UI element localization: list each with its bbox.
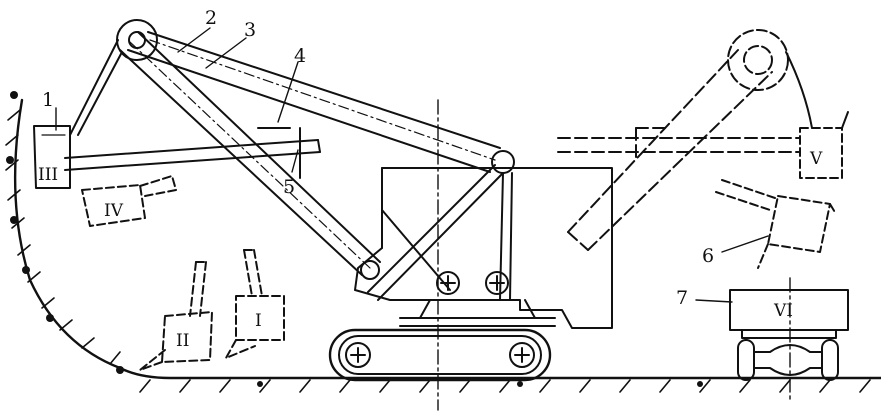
dipper-handle	[119, 31, 381, 276]
position-I: I	[255, 311, 262, 331]
a-frame	[367, 164, 513, 301]
ground-profile	[5, 91, 881, 393]
callout-leaders	[55, 27, 299, 173]
boom-dump-position	[567, 49, 773, 251]
hoist-rope-2	[77, 51, 123, 136]
callout-3: 3	[244, 19, 256, 41]
bucket-V	[799, 127, 843, 179]
position-III: III	[38, 165, 58, 185]
machine-house	[354, 167, 613, 329]
dump-truck	[729, 289, 849, 381]
bucket-II	[139, 261, 213, 371]
bucket-I	[225, 249, 285, 359]
sheave-dump-position	[727, 29, 789, 91]
ground-hatching	[5, 109, 871, 393]
callout-2: 2	[205, 7, 217, 29]
boom-foot-pin	[491, 150, 515, 174]
callout-line-6	[721, 235, 769, 253]
position-II: II	[176, 331, 189, 351]
undercarriage	[399, 299, 556, 327]
position-VI: VI	[773, 301, 793, 321]
drive-gear	[485, 271, 509, 295]
crowd-arm-dump	[557, 127, 801, 163]
crowd-arm	[64, 127, 321, 179]
track-wheel-right	[509, 342, 535, 368]
bucket-V-hook	[841, 111, 849, 129]
callout-6: 6	[702, 245, 714, 267]
callout-4: 4	[294, 45, 306, 67]
callout-line-4	[277, 61, 299, 123]
bucket-dumping	[715, 179, 837, 269]
position-V: V	[809, 149, 823, 169]
swing-gear	[436, 271, 460, 295]
rock-fragments	[6, 91, 703, 387]
boom	[127, 31, 501, 173]
hoist-rope	[69, 39, 119, 136]
crawler-track	[328, 328, 552, 382]
callout-7: 7	[676, 287, 688, 309]
bucket-III	[33, 125, 71, 189]
handle-pivot	[360, 260, 380, 280]
callout-line-5	[291, 149, 299, 173]
callout-line-3	[205, 37, 247, 69]
callout-line-2	[177, 27, 211, 53]
bucket-IV	[81, 175, 177, 227]
callout-1: 1	[42, 89, 54, 111]
track-wheel-left	[345, 342, 371, 368]
position-IV: IV	[104, 201, 124, 221]
callout-5: 5	[283, 176, 295, 198]
hoist-rope-dump	[785, 51, 813, 129]
callout-line-7	[695, 299, 733, 303]
